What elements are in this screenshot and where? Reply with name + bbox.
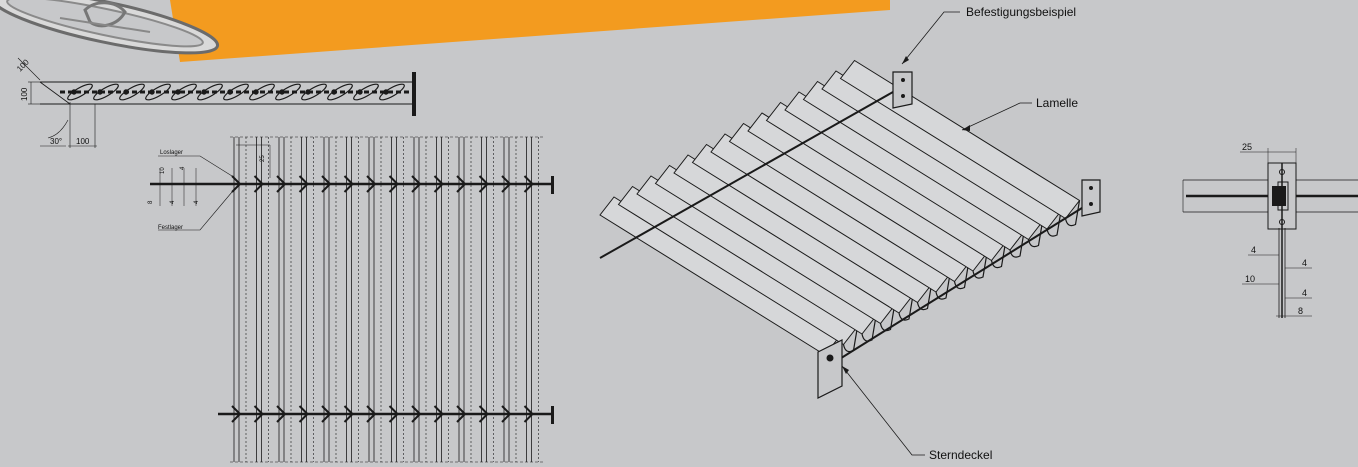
lamella-clip (253, 175, 264, 193)
front-dim-10: 10 (160, 167, 166, 174)
front-view-clips-top (231, 175, 534, 193)
fixing-point (123, 89, 129, 95)
detail-dim-4-right2: 4 (1302, 288, 1307, 298)
top-dim-100-c: 100 (76, 137, 90, 146)
lamella-profile (301, 83, 327, 101)
front-dim-4a: 4 (180, 166, 186, 170)
iso-lamella-end (953, 263, 970, 290)
fixing-point (149, 89, 155, 95)
lamella-clip (276, 175, 287, 193)
iso-lamellas (599, 59, 1081, 363)
detail-dim-4-left: 4 (1251, 245, 1256, 255)
fixing-point (383, 89, 389, 95)
lamella-profile (249, 83, 275, 101)
lamella-clip (231, 405, 242, 423)
callout-sterndeckel: Sterndeckel (929, 448, 992, 462)
fixing-point (71, 89, 77, 95)
lamella-clip (478, 175, 489, 193)
fixing-point (253, 89, 259, 95)
logo-lamella-profile (0, 0, 220, 55)
top-view-lamellas (67, 83, 405, 101)
lamella-clip (411, 175, 422, 193)
detail-dim-4-right: 4 (1302, 258, 1307, 268)
lamella-clip (433, 405, 444, 423)
iso-lamella-end (1046, 210, 1062, 237)
lamella-clip (456, 175, 467, 193)
lamella-profile (353, 83, 379, 101)
front-label-loslager: Loslager (160, 150, 183, 156)
orange-banner (170, 0, 890, 62)
lamella-clip (321, 405, 332, 423)
top-view (17, 57, 416, 148)
callout-lamelle: Lamelle (1036, 96, 1078, 110)
lamella-clip (523, 175, 534, 193)
lamella-clip (478, 405, 489, 423)
lamella-profile (275, 83, 301, 101)
front-label-festlager: Festlager (158, 225, 183, 231)
front-dim-8: 8 (148, 200, 154, 204)
lamella-clip (276, 405, 287, 423)
fixing-point (279, 89, 285, 95)
iso-lamella-end (1064, 200, 1081, 227)
section-detail-view (1182, 148, 1358, 318)
lamella-clip (523, 405, 534, 423)
front-dim-4b: 4 (170, 200, 176, 204)
lamella-clip (298, 175, 309, 193)
lamella-profile (223, 83, 249, 101)
lamella-clip (366, 175, 377, 193)
top-dim-100-b: 100 (20, 87, 29, 101)
detail-dim-10: 10 (1245, 274, 1255, 284)
fixing-point (227, 89, 233, 95)
lamella-clip (388, 405, 399, 423)
fixing-point (201, 89, 207, 95)
front-view (150, 136, 554, 463)
lamella-clip (411, 405, 422, 423)
lamella-profile (379, 83, 405, 101)
iso-lamella-end (935, 273, 951, 300)
lamella-clip (343, 405, 354, 423)
isometric-view (599, 11, 1101, 456)
lamella-clip (501, 405, 512, 423)
top-dim-angle: 30° (50, 137, 62, 146)
lamella-clip (321, 175, 332, 193)
lamella-profile (197, 83, 223, 101)
lamella-profile (171, 83, 197, 101)
detail-dim-25: 25 (1242, 142, 1252, 152)
fixing-point (357, 89, 363, 95)
top-dim-100-a: 100 (15, 57, 31, 73)
lamella-profile (93, 83, 119, 101)
fixing-point (175, 89, 181, 95)
lamella-clip (433, 175, 444, 193)
iso-top-rail (599, 87, 901, 259)
fixing-point (305, 89, 311, 95)
lamella-clip (298, 405, 309, 423)
iso-bottom-rail (829, 197, 1099, 366)
lamella-clip (231, 175, 242, 193)
lamella-profile (145, 83, 171, 101)
lamella-clip (388, 175, 399, 193)
lamella-profile (327, 83, 353, 101)
lamella-profile (67, 83, 93, 101)
lamella-clip (456, 405, 467, 423)
iso-lamella-end (972, 252, 988, 279)
iso-lamella-end (916, 284, 933, 311)
fixing-point (331, 89, 337, 95)
lamella-clip (343, 175, 354, 193)
front-dim-25: 25 (260, 155, 266, 162)
lamella-clip (501, 175, 512, 193)
detail-dim-8: 8 (1298, 306, 1303, 316)
lamella-clip (366, 405, 377, 423)
lamella-clip (253, 405, 264, 423)
lamella-profile (119, 83, 145, 101)
callout-befestigungsbeispiel: Befestigungsbeispiel (966, 5, 1076, 19)
fixing-point (97, 89, 103, 95)
front-view-clips-bottom (231, 405, 534, 423)
iso-lamella-end (990, 242, 1007, 269)
front-dim-4c: 4 (194, 200, 200, 204)
